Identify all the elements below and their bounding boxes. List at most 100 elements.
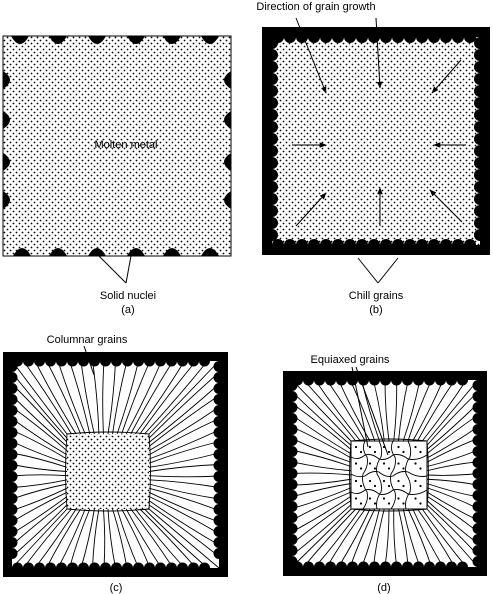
nucleus xyxy=(472,424,478,435)
grain-boundary xyxy=(11,360,68,435)
columnar-grain xyxy=(102,360,105,435)
columnar-grain xyxy=(148,429,220,460)
nucleus xyxy=(100,562,111,568)
columnar-grain xyxy=(421,379,467,442)
nucleus xyxy=(474,133,480,145)
nucleus xyxy=(213,526,219,537)
nucleus-dot xyxy=(419,467,422,470)
columnar-grain xyxy=(148,441,220,464)
nucleus xyxy=(424,561,435,567)
growth-arrows xyxy=(292,17,466,227)
nucleus xyxy=(213,471,219,482)
nucleus xyxy=(292,413,298,424)
nucleus xyxy=(435,380,446,386)
nucleus xyxy=(380,239,392,245)
columnar-grains-label: Columnar grains xyxy=(47,334,128,346)
nucleus xyxy=(213,427,219,438)
nucleus xyxy=(332,37,344,43)
nucleus-dot xyxy=(359,484,363,488)
columnar-grain xyxy=(148,487,220,511)
nucleus xyxy=(111,562,122,568)
nucleus xyxy=(314,380,325,386)
molten-metal-region xyxy=(2,35,232,257)
nucleus xyxy=(404,239,416,245)
nucleus xyxy=(413,380,424,386)
nucleus xyxy=(272,169,278,181)
nucleus-dot xyxy=(373,484,377,488)
columnar-grain xyxy=(326,379,366,442)
nucleus xyxy=(332,239,344,245)
nucleus-dot xyxy=(373,467,377,470)
nucleus xyxy=(213,548,219,559)
arrow-ne xyxy=(431,59,462,94)
columnar-grain xyxy=(46,508,82,569)
nucleus-dot xyxy=(368,462,372,465)
nucleus xyxy=(452,37,464,43)
nucleus-dot xyxy=(397,445,400,449)
nucleus xyxy=(344,37,356,43)
columnar-grain xyxy=(148,406,220,452)
nucleus xyxy=(472,435,478,446)
nucleus xyxy=(292,402,298,413)
grain-boundary xyxy=(291,379,352,442)
nucleus xyxy=(474,37,480,49)
nucleus xyxy=(314,561,325,567)
nucleus xyxy=(88,248,106,256)
nucleus xyxy=(472,501,478,512)
nucleus xyxy=(122,361,133,367)
arrow-callout-2 xyxy=(375,17,383,89)
nucleus xyxy=(12,562,23,568)
solid-nuclei-label: Solid nuclei xyxy=(100,290,156,302)
nucleus-dot xyxy=(373,450,377,454)
nucleus xyxy=(391,561,402,567)
columnar-grain xyxy=(139,360,197,435)
nucleus xyxy=(133,562,144,568)
nucleus xyxy=(474,205,480,217)
columnar-callout-line xyxy=(83,345,95,376)
nucleus xyxy=(213,449,219,460)
nucleus xyxy=(272,157,278,169)
nucleus xyxy=(474,157,480,169)
nucleus xyxy=(155,562,166,568)
nucleus xyxy=(474,229,480,241)
nucleus-dot xyxy=(354,497,358,500)
nucleus xyxy=(284,239,296,245)
nucleus xyxy=(472,534,478,545)
nucleus xyxy=(12,416,18,428)
nucleus xyxy=(474,61,480,73)
nucleus xyxy=(440,239,452,245)
columnar-grain xyxy=(148,491,220,523)
nucleus xyxy=(292,501,298,512)
columnar-grain xyxy=(148,383,220,443)
nucleus xyxy=(428,37,440,43)
nucleus-dot xyxy=(414,497,417,500)
nucleus xyxy=(89,562,100,568)
columnar-grain xyxy=(121,508,151,569)
caption-c: (c) xyxy=(110,582,123,594)
columnar-grain xyxy=(148,395,220,447)
columnar-grain xyxy=(107,360,116,435)
nucleus xyxy=(213,537,219,548)
equiaxed-outline xyxy=(350,440,428,510)
nucleus xyxy=(308,239,320,245)
nucleus xyxy=(12,493,18,504)
nucleus xyxy=(292,545,298,556)
nucleus-dot xyxy=(382,479,386,483)
nucleus-dot xyxy=(414,479,417,483)
nucleus xyxy=(3,153,10,171)
nucleus xyxy=(78,361,89,367)
nucleus xyxy=(12,383,18,394)
nucleus xyxy=(272,37,278,49)
columnar-grain xyxy=(80,360,95,435)
nucleus xyxy=(404,37,416,43)
nucleus xyxy=(34,361,45,367)
nucleus xyxy=(89,361,100,367)
nucleus xyxy=(472,468,478,479)
nucleus xyxy=(336,561,347,567)
nucleus xyxy=(272,61,278,73)
nucleus xyxy=(155,361,166,367)
panel-a: Molten metal Solid nuclei (a) xyxy=(2,35,232,316)
columnar-grain xyxy=(130,508,174,569)
columnar-grain xyxy=(144,508,208,569)
nucleus xyxy=(224,191,231,209)
